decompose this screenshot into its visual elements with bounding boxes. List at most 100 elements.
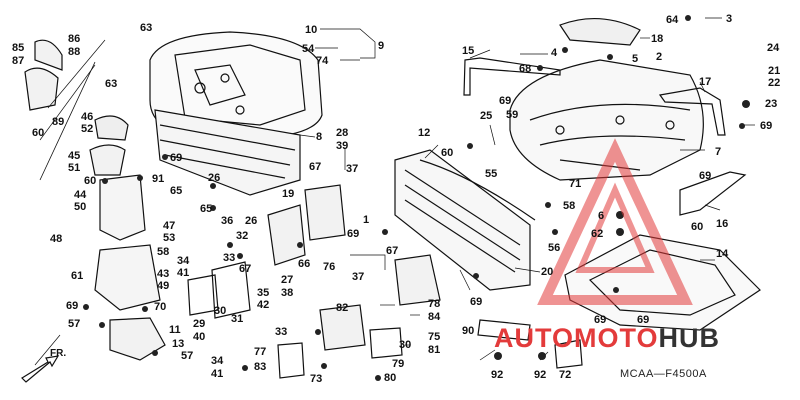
callout-80: 80 (384, 372, 397, 384)
cover-part-45 (89, 144, 126, 176)
callout-78: 78 (428, 298, 441, 310)
callout-90: 90 (462, 325, 475, 337)
callout-68: 68 (519, 63, 532, 75)
callout-89: 89 (52, 116, 65, 128)
callout-52: 52 (81, 123, 94, 135)
bracket-part-75 (369, 327, 403, 359)
callout-10: 10 (305, 24, 318, 36)
callout-82: 82 (336, 302, 349, 314)
callout-58a: 58 (563, 200, 576, 212)
bracket-part-76 (394, 254, 441, 306)
callout-51: 51 (68, 162, 81, 174)
callout-21: 21 (768, 65, 781, 77)
callout-41a: 41 (177, 267, 190, 279)
callout-84: 84 (428, 311, 441, 323)
callout-76: 76 (323, 261, 336, 273)
strip-part-90 (477, 319, 531, 341)
callout-60b: 60 (84, 175, 97, 187)
rear-box-part (509, 59, 704, 181)
callout-88: 88 (68, 46, 81, 58)
bracket-part-82 (319, 304, 366, 351)
callout-2: 2 (656, 51, 663, 63)
callout-92a: 92 (491, 369, 504, 381)
callout-3: 3 (726, 13, 733, 25)
trunk-box-part (394, 149, 536, 291)
callout-53: 53 (163, 232, 176, 244)
callout-57b: 57 (181, 350, 194, 362)
callout-8: 8 (316, 131, 323, 143)
box-lid-part (559, 18, 641, 46)
callout-56: 56 (548, 242, 561, 254)
callout-91: 91 (152, 173, 165, 185)
callout-72: 72 (559, 369, 572, 381)
callout-18: 18 (651, 33, 664, 45)
callout-69g: 69 (594, 314, 607, 326)
cover-part-46 (94, 115, 129, 141)
diagram-code: MCAA—F4500A (620, 368, 707, 380)
callout-71: 71 (569, 178, 582, 190)
callout-1: 1 (363, 214, 370, 226)
callout-29: 29 (193, 318, 206, 330)
callout-69r: 69 (760, 120, 773, 132)
front-arrow-icon (21, 355, 60, 383)
bracket-part-43 (94, 244, 161, 311)
callout-79: 79 (392, 358, 405, 370)
callout-75: 75 (428, 331, 441, 343)
callout-27: 27 (281, 274, 294, 286)
callout-61: 61 (71, 270, 84, 282)
watermark-part2: HUB (658, 323, 721, 353)
callout-14: 14 (716, 248, 729, 260)
callout-5: 5 (632, 53, 639, 65)
cover-part-86 (34, 39, 63, 71)
callout-20: 20 (541, 266, 554, 278)
watermark-text: AUTOMOTOHUB (494, 323, 720, 354)
callout-38: 38 (281, 287, 294, 299)
callout-77: 77 (254, 346, 267, 358)
callout-45: 45 (68, 150, 81, 162)
callout-41b: 41 (211, 368, 224, 380)
side-rail-part (679, 171, 747, 216)
callout-69h: 69 (637, 314, 650, 326)
callout-17: 17 (699, 76, 712, 88)
callout-65a: 65 (170, 185, 183, 197)
callout-60c: 60 (441, 147, 454, 159)
rail-part (658, 87, 726, 136)
callout-69d: 69 (347, 228, 360, 240)
callout-36: 36 (221, 215, 234, 227)
callout-57a: 57 (68, 318, 81, 330)
callout-11: 11 (169, 324, 181, 336)
callout-67b: 67 (239, 263, 252, 275)
callout-48: 48 (50, 233, 63, 245)
callout-26b: 26 (245, 215, 258, 227)
callout-7: 7 (715, 146, 722, 158)
callout-73: 73 (310, 373, 323, 385)
callout-64: 64 (666, 14, 679, 26)
panel-part-27 (267, 204, 306, 266)
callout-39: 39 (336, 140, 349, 152)
callout-24: 24 (767, 42, 780, 54)
callout-43: 43 (157, 268, 170, 280)
callout-9: 9 (378, 40, 385, 52)
callout-47: 47 (163, 220, 176, 232)
front-label: FR. (50, 348, 67, 359)
callout-35: 35 (257, 287, 270, 299)
bracket-part-44 (99, 174, 146, 241)
callout-34b: 34 (211, 355, 224, 367)
callout-58b: 58 (157, 246, 170, 258)
callout-69e: 69 (66, 300, 79, 312)
callout-33b: 33 (275, 326, 288, 338)
callout-60a: 60 (32, 127, 45, 139)
callout-69b: 69 (170, 152, 183, 164)
callout-67a: 67 (309, 161, 322, 173)
plate-part-29 (187, 274, 219, 316)
module-part-77 (277, 342, 305, 379)
callout-49: 49 (157, 280, 170, 292)
callout-33a: 33 (223, 252, 236, 264)
callout-16: 16 (716, 218, 729, 230)
callout-25: 25 (480, 110, 493, 122)
callout-70: 70 (154, 301, 167, 313)
callout-30b: 30 (399, 339, 412, 351)
callout-86: 86 (68, 33, 81, 45)
